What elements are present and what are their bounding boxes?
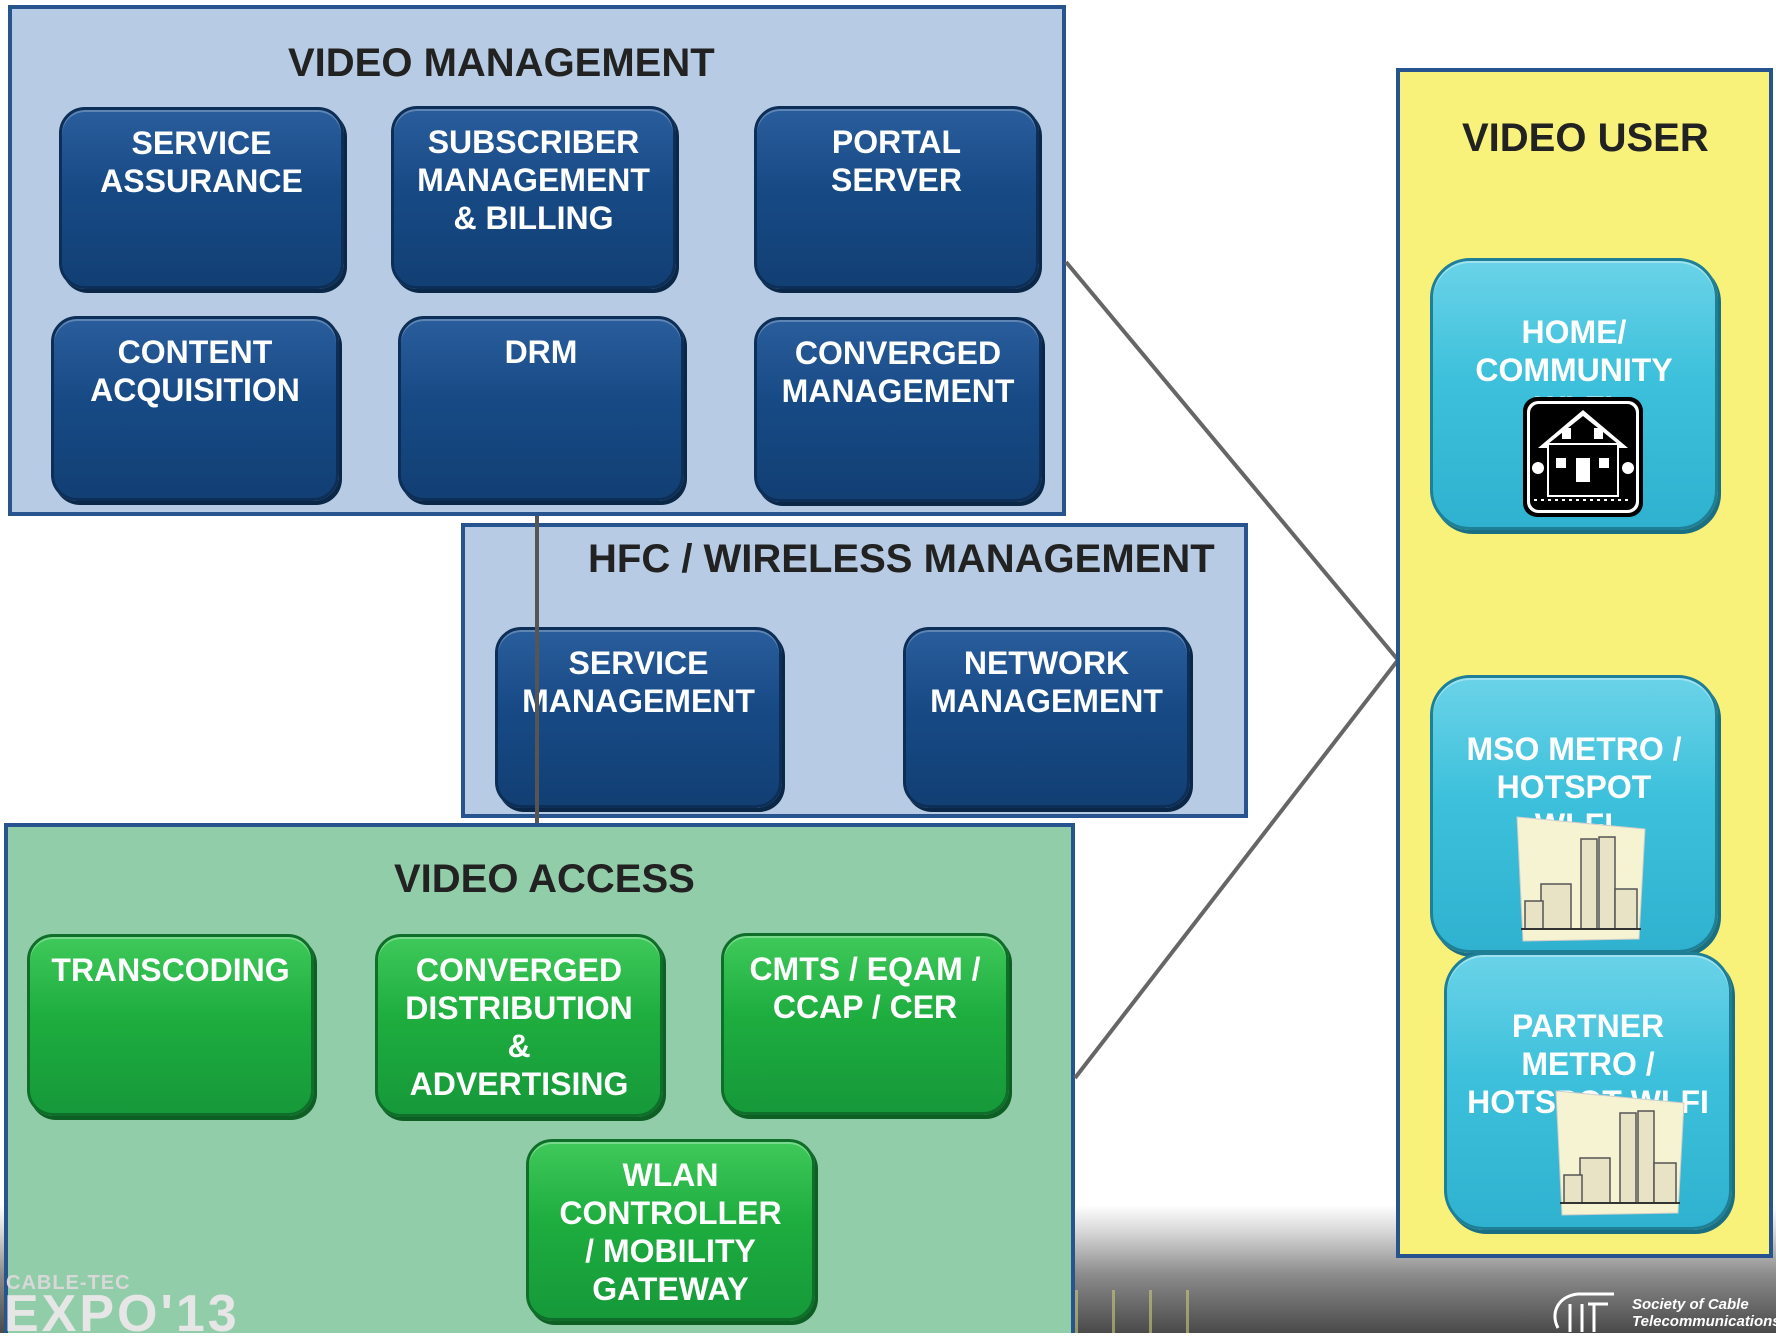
content-acquisition-box: CONTENT ACQUISITION [51, 316, 339, 501]
video-user-panel: VIDEO USER HOME/ COMMUNITY WI-FI MSO MET… [1396, 68, 1773, 1258]
cmts-eqam-ccap-cer-box: CMTS / EQAM / CCAP / CER [721, 933, 1009, 1115]
hfc-wireless-management-title: HFC / WIRELESS MANAGEMENT [588, 537, 1215, 581]
converged-distribution-advertising-box: CONVERGED DISTRIBUTION & ADVERTISING [375, 934, 663, 1117]
video-user-title: VIDEO USER [1462, 116, 1709, 160]
partner-metro-hotspot-wifi-label: PARTNER METRO / HOTSPOT WI-FI [1467, 1008, 1709, 1120]
hfc-wireless-management-panel: HFC / WIRELESS MANAGEMENT SERVICE MANAGE… [461, 523, 1248, 818]
portal-server-box: PORTAL SERVER [754, 106, 1039, 289]
partner-metro-hotspot-wifi-box: PARTNER METRO / HOTSPOT WI-FI [1444, 952, 1732, 1230]
scte-logo-icon [1553, 1292, 1614, 1332]
cable-tec-logo-text: CABLE-TEC [6, 1272, 131, 1294]
service-management-box: SERVICE MANAGEMENT [495, 627, 782, 808]
subscriber-management-billing-box: SUBSCRIBER MANAGEMENT & BILLING [391, 106, 676, 289]
house-icon [1523, 397, 1643, 517]
expo-logo-text: EXPO'13 [4, 1285, 240, 1343]
mso-metro-hotspot-wifi-box: MSO METRO / HOTSPOT WI-FI [1430, 675, 1718, 953]
video-access-panel: VIDEO ACCESS TRANSCODING CONVERGED DISTR… [4, 823, 1075, 1333]
service-assurance-box: SERVICE ASSURANCE [59, 107, 344, 289]
video-access-title: VIDEO ACCESS [394, 857, 695, 901]
wlan-controller-mobility-gateway-box: WLAN CONTROLLER / MOBILITY GATEWAY [526, 1139, 815, 1321]
home-community-wifi-box: HOME/ COMMUNITY WI-FI [1430, 258, 1718, 530]
video-management-panel: VIDEO MANAGEMENT SERVICE ASSURANCE SUBSC… [8, 5, 1066, 516]
city-skyline-icon [1516, 816, 1646, 942]
city-skyline-icon [1555, 1090, 1685, 1216]
video-management-title: VIDEO MANAGEMENT [288, 41, 715, 85]
scte-logo-text: Society of Cable Telecommunications [1632, 1296, 1776, 1330]
drm-box: DRM [398, 316, 684, 501]
transcoding-box: TRANSCODING [27, 934, 314, 1116]
converged-management-box: CONVERGED MANAGEMENT [754, 317, 1042, 502]
network-management-box: NETWORK MANAGEMENT [903, 627, 1190, 808]
